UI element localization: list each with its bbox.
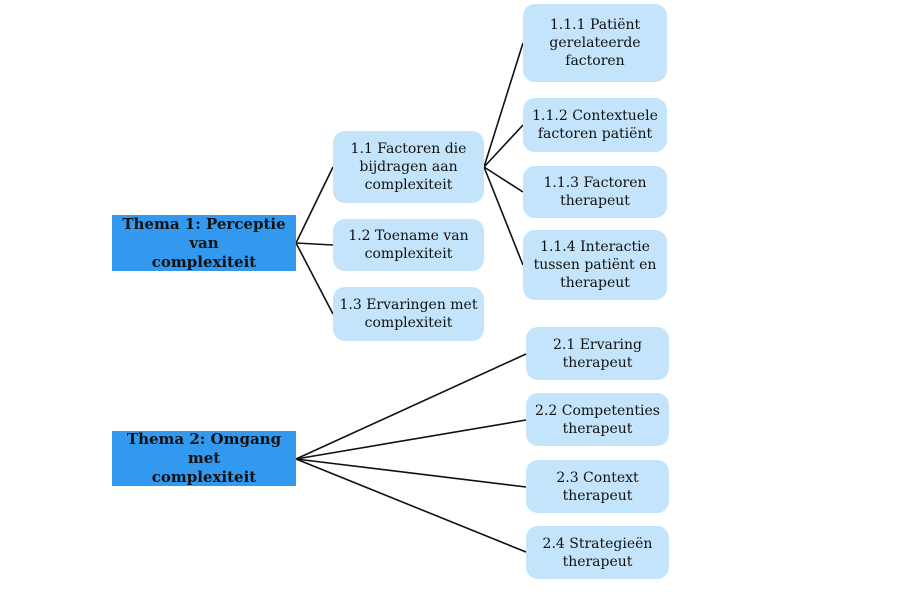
subtheme-2-2-box: 2.2 Competenties therapeut: [526, 393, 669, 446]
subtheme-1-1-4-box: 1.1.4 Interactie tussen patiënt en thera…: [523, 230, 667, 300]
connector-theme-2-to-2-2: [295, 419, 527, 460]
connector-1-1-to-1-1-1: [483, 42, 524, 168]
subtheme-1-1-3-box: 1.1.3 Factoren therapeut: [523, 166, 667, 218]
subtheme-1-3-box: 1.3 Ervaringen met complexiteit: [333, 287, 484, 341]
connector-theme-2-to-2-1: [295, 353, 527, 460]
subtheme-1-1-box: 1.1 Factoren die bijdragen aan complexit…: [333, 131, 484, 203]
theme-2-box: Thema 2: Omgang met complexiteit: [112, 430, 296, 486]
connector-theme-1-to-1-1: [295, 166, 334, 244]
subtheme-2-1-box: 2.1 Ervaring therapeut: [526, 327, 669, 380]
connector-1-1-to-1-1-3: [483, 166, 524, 193]
subtheme-1-2-box: 1.2 Toename van complexiteit: [333, 219, 484, 271]
subtheme-2-4-box: 2.4 Strategieën therapeut: [526, 526, 669, 579]
connector-theme-2-to-2-4: [295, 458, 527, 553]
subtheme-2-3-box: 2.3 Context therapeut: [526, 460, 669, 513]
connector-1-1-to-1-1-2: [483, 124, 524, 168]
subtheme-1-1-2-box: 1.1.2 Contextuele factoren patiënt: [523, 98, 667, 152]
connector-theme-1-to-1-2: [295, 242, 334, 246]
theme-1-box: Thema 1: Perceptie van complexiteit: [112, 215, 296, 271]
connector-theme-1-to-1-3: [295, 242, 334, 315]
connector-theme-2-to-2-3: [295, 458, 527, 488]
connector-1-1-to-1-1-4: [483, 166, 524, 266]
subtheme-1-1-1-box: 1.1.1 Patiënt gerelateerde factoren: [523, 4, 667, 82]
